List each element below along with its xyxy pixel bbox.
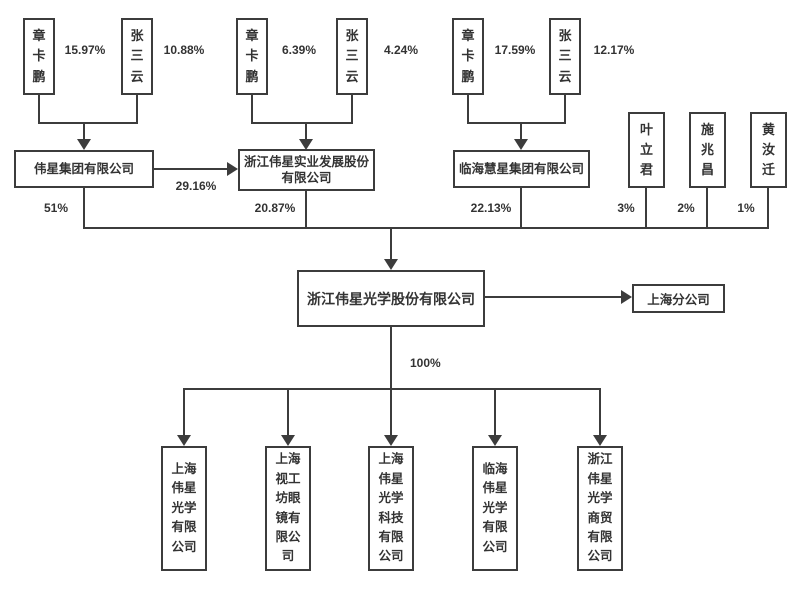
shareholder-box: 张三云 xyxy=(549,18,581,95)
connector-line xyxy=(38,95,40,123)
shareholder-name: 张三云 xyxy=(345,28,359,84)
shareholder-box: 张三云 xyxy=(336,18,368,95)
company-box: 临海慧星集团有限公司 xyxy=(453,150,590,188)
individual-shareholder-box: 施兆昌 xyxy=(689,112,726,188)
company-stake-label: 20.87% xyxy=(254,201,296,215)
connector-line xyxy=(305,191,307,228)
arrow-down-icon xyxy=(77,139,91,150)
branch-arrow-line xyxy=(485,296,623,298)
shareholder-box: 章卡鹏 xyxy=(452,18,484,95)
shareholder-pct-label: 15.97% xyxy=(64,43,106,57)
bus-line xyxy=(83,227,769,229)
connector-line xyxy=(390,327,392,390)
arrow-down-icon xyxy=(384,435,398,446)
connector-line xyxy=(251,122,353,124)
main-company-box: 浙江伟星光学股份有限公司 xyxy=(297,270,485,327)
connector-line xyxy=(520,122,522,140)
individual-stake-label: 3% xyxy=(617,201,635,215)
connector-line xyxy=(83,122,85,140)
company-stake-label: 51% xyxy=(43,201,69,215)
arrow-down-icon xyxy=(177,435,191,446)
shareholder-name: 章卡鹏 xyxy=(245,28,259,84)
shareholder-box: 章卡鹏 xyxy=(236,18,268,95)
connector-line xyxy=(564,95,566,123)
cross-holding-pct-label: 29.16% xyxy=(175,179,217,193)
connector-line xyxy=(467,95,469,123)
connector-line xyxy=(136,95,138,123)
connector-line xyxy=(38,122,138,124)
subsidiary-box: 上海视工坊眼镜有限公司 xyxy=(265,446,311,571)
company-stake-label: 22.13% xyxy=(470,201,512,215)
shareholder-pct-label: 17.59% xyxy=(494,43,536,57)
subsidiary-box: 上海伟星光学科技有限公司 xyxy=(368,446,414,571)
arrow-down-icon xyxy=(281,435,295,446)
shareholder-pct-label: 6.39% xyxy=(281,43,317,57)
connector-line xyxy=(467,122,566,124)
arrow-right-icon xyxy=(227,162,238,176)
connector-line xyxy=(390,388,392,437)
connector-line xyxy=(251,95,253,123)
shareholder-pct-label: 12.17% xyxy=(593,43,635,57)
company-box: 伟星集团有限公司 xyxy=(14,150,154,188)
connector-line xyxy=(645,188,647,228)
branch-company-box: 上海分公司 xyxy=(632,284,725,313)
connector-line xyxy=(390,227,392,260)
connector-line xyxy=(599,388,601,437)
shareholder-name: 张三云 xyxy=(130,28,144,84)
connector-line xyxy=(83,188,85,228)
subsidiary-box: 上海伟星光学有限公司 xyxy=(161,446,207,571)
shareholder-pct-label: 10.88% xyxy=(163,43,205,57)
individual-stake-label: 1% xyxy=(737,201,755,215)
connector-line xyxy=(520,188,522,228)
individual-stake-label: 2% xyxy=(677,201,695,215)
connector-line xyxy=(767,188,769,228)
subsidiary-box: 临海伟星光学有限公司 xyxy=(472,446,518,571)
connector-line xyxy=(183,388,185,437)
arrow-down-icon xyxy=(384,259,398,270)
individual-shareholder-box: 黄汝迁 xyxy=(750,112,787,188)
individual-shareholder-box: 叶立君 xyxy=(628,112,665,188)
subsidiary-box: 浙江伟星光学商贸有限公司 xyxy=(577,446,623,571)
arrow-down-icon xyxy=(593,435,607,446)
connector-line xyxy=(494,388,496,437)
company-box: 浙江伟星实业发展股份有限公司 xyxy=(238,149,375,191)
shareholder-name: 张三云 xyxy=(558,28,572,84)
cross-holding-arrow-line xyxy=(154,168,228,170)
connector-line xyxy=(305,122,307,140)
connector-line xyxy=(351,95,353,123)
shareholder-box: 张三云 xyxy=(121,18,153,95)
shareholder-pct-label: 4.24% xyxy=(383,43,419,57)
connector-line xyxy=(706,188,708,228)
arrow-down-icon xyxy=(488,435,502,446)
subsidiaries-pct-label: 100% xyxy=(410,356,441,370)
arrow-right-icon xyxy=(621,290,632,304)
arrow-down-icon xyxy=(299,139,313,150)
connector-line xyxy=(287,388,289,437)
arrow-down-icon xyxy=(514,139,528,150)
shareholder-box: 章卡鹏 xyxy=(23,18,55,95)
shareholder-name: 章卡鹏 xyxy=(461,28,475,84)
shareholder-name: 章卡鹏 xyxy=(32,28,46,84)
distribution-line xyxy=(183,388,601,390)
